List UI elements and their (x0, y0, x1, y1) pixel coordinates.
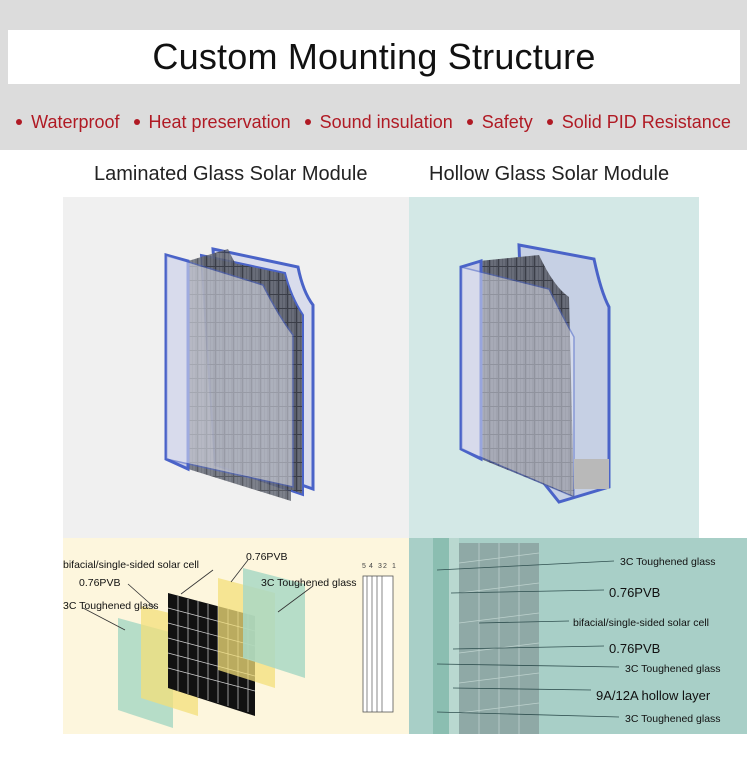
feature-item: Heat preservation (133, 111, 291, 133)
callout-glass-left: 3C Toughened glass (63, 600, 159, 612)
bullet-icon (133, 119, 140, 125)
cross-section-diagram: 5 4 3 2 1 (362, 563, 396, 713)
feature-label: Solid PID Resistance (561, 111, 731, 132)
callout-glass-right: 3C Toughened glass (261, 577, 357, 589)
layer-number: 5 (362, 563, 366, 570)
callout-lines (436, 560, 620, 718)
cell-grid (458, 543, 540, 734)
feature-label: Waterproof (31, 111, 120, 132)
layer-number: 1 (392, 563, 396, 570)
feature-label: Safety (481, 111, 533, 132)
callout-pvb-1: 0.76PVB (609, 585, 660, 600)
hollow-module-heading: Hollow Glass Solar Module (429, 163, 670, 185)
feature-label: Sound insulation (319, 111, 453, 132)
glass-layer-right (243, 568, 305, 678)
laminated-module-image (63, 197, 409, 538)
feature-item: Waterproof (16, 111, 120, 133)
laminated-layers-diagram: bifacial/single-sided solar cell 0.76PVB… (63, 538, 409, 734)
callout-pvb-right: 0.76PVB (246, 551, 287, 563)
callout-hollow-layer: 9A/12A hollow layer (596, 688, 711, 703)
callout-glass-2: 3C Toughened glass (625, 663, 721, 675)
bullet-icon (304, 119, 311, 125)
callout-lines (82, 559, 314, 631)
feature-item: Solid PID Resistance (546, 111, 731, 133)
feature-item: Sound insulation (304, 111, 453, 133)
page-title: Custom Mounting Structure (152, 36, 596, 77)
callout-cell: bifacial/single-sided solar cell (63, 559, 199, 571)
layer-number: 2 (383, 563, 387, 570)
layer-number: 3 (378, 563, 382, 570)
bullet-icon (546, 119, 553, 125)
callout-pvb-2: 0.76PVB (609, 641, 660, 656)
feature-list: Waterproof Heat preservation Sound insul… (0, 100, 747, 144)
bullet-icon (466, 119, 473, 125)
callout-glass-3: 3C Toughened glass (625, 713, 721, 725)
callout-glass-1: 3C Toughened glass (620, 556, 716, 568)
hollow-module-image (409, 197, 699, 538)
callout-pvb-left: 0.76PVB (79, 577, 120, 589)
bullet-icon (16, 119, 23, 125)
layer-number: 4 (369, 563, 373, 570)
feature-item: Safety (466, 111, 533, 133)
laminated-module-heading: Laminated Glass Solar Module (94, 163, 368, 185)
hollow-layers-diagram: 3C Toughened glass 0.76PVB bifacial/sing… (409, 538, 747, 734)
callout-cell: bifacial/single-sided solar cell (573, 617, 709, 629)
title-box: Custom Mounting Structure (8, 30, 740, 84)
feature-label: Heat preservation (148, 111, 291, 132)
